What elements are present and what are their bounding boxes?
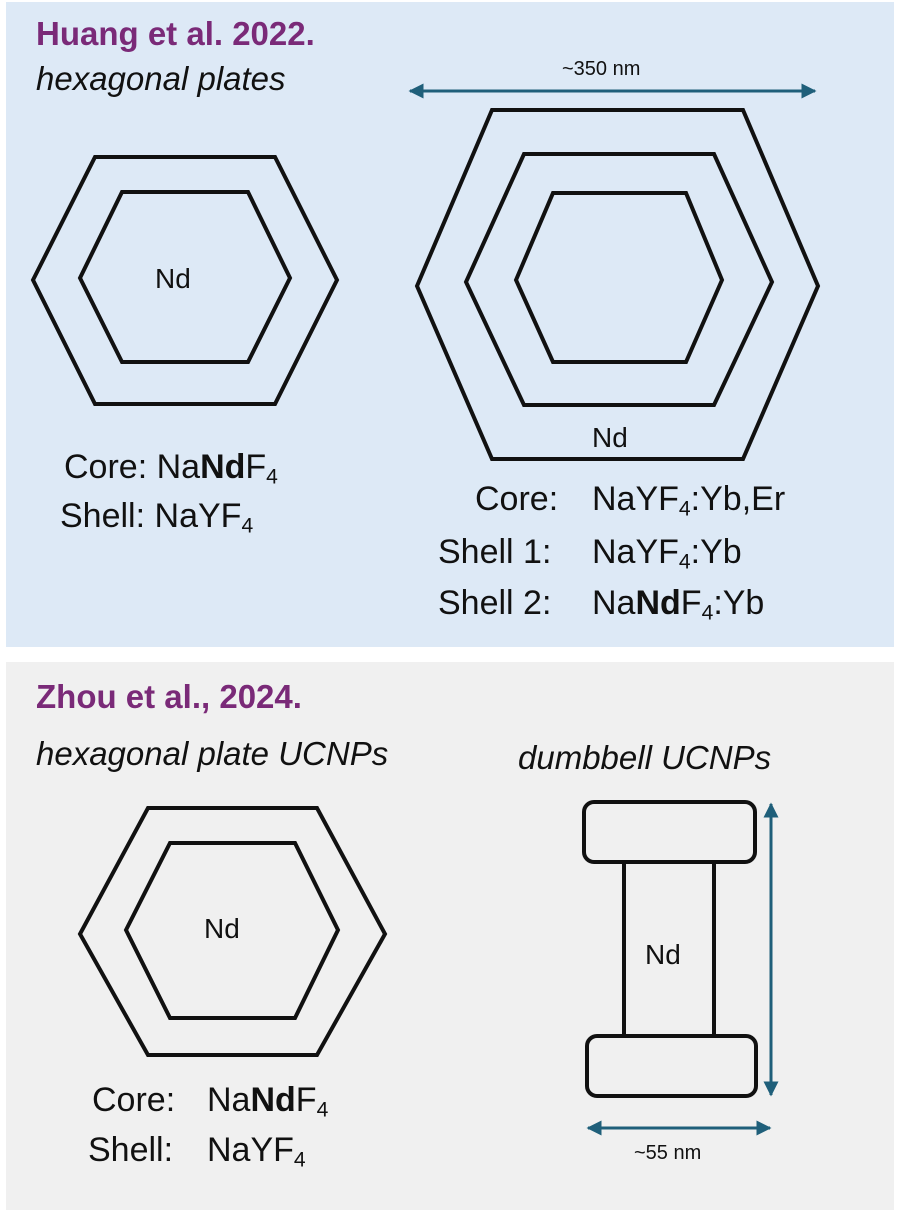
- core-label: Core:: [64, 448, 148, 486]
- bottom-left-subtitle: hexagonal plate UCNPs: [36, 735, 389, 772]
- bottom-right-subtitle: dumbbell UCNPs: [518, 739, 772, 776]
- top-left-outer-hexagon: [30, 155, 340, 406]
- top-panel: [6, 2, 894, 647]
- bottom-left-nd-label: Nd: [204, 913, 240, 944]
- size-label-350nm: ~350 nm: [562, 58, 641, 80]
- top-right-shell1-formula: NaYF4:Yb: [592, 533, 742, 574]
- top-left-shell-line: Shell: NaYF4: [60, 497, 254, 538]
- bottom-shell-formula: NaYF4: [207, 1131, 306, 1172]
- bottom-panel: [6, 662, 894, 1210]
- top-right-inner-hexagon: [513, 191, 725, 364]
- top-panel-subtitle: hexagonal plates: [36, 60, 286, 97]
- core-label: Core:: [475, 480, 559, 518]
- top-right-shell2-label: Shell 2:: [438, 584, 552, 622]
- shell-label: Shell:: [60, 497, 146, 535]
- dumbbell-top-cap: [582, 800, 757, 864]
- bottom-shell-label: Shell:: [88, 1131, 174, 1169]
- bottom-core-label: Core:: [92, 1081, 176, 1119]
- bottom-left-inner-hexagon: [123, 841, 341, 1020]
- top-panel-title: Huang et al. 2022.: [36, 15, 315, 52]
- dumbbell-nd-label: Nd: [645, 939, 681, 970]
- top-left-nd-label: Nd: [155, 263, 191, 294]
- top-right-nd-label: Nd: [592, 422, 628, 453]
- top-right-shell1-label: Shell 1:: [438, 533, 552, 571]
- top-right-middle-hexagon: [463, 152, 775, 407]
- bottom-panel-title: Zhou et al., 2024.: [36, 678, 302, 715]
- top-right-outer-hexagon: [414, 108, 821, 461]
- core-formula: NaNdF4: [156, 448, 278, 489]
- dumbbell-bottom-cap: [585, 1034, 758, 1098]
- dumbbell-width-label: ~55 nm: [634, 1142, 702, 1164]
- bottom-core-formula: NaNdF4: [207, 1081, 329, 1122]
- top-left-inner-hexagon: [77, 190, 293, 364]
- top-right-shell2-formula: NaNdF4:Yb: [592, 584, 765, 625]
- bottom-left-outer-hexagon: [77, 806, 388, 1057]
- top-right-core-line: Core:: [475, 482, 558, 516]
- shell-formula: NaYF4: [154, 497, 254, 538]
- top-right-core-formula: NaYF4:Yb,Er: [592, 480, 786, 521]
- top-left-core-line: Core: NaNdF4: [64, 448, 278, 489]
